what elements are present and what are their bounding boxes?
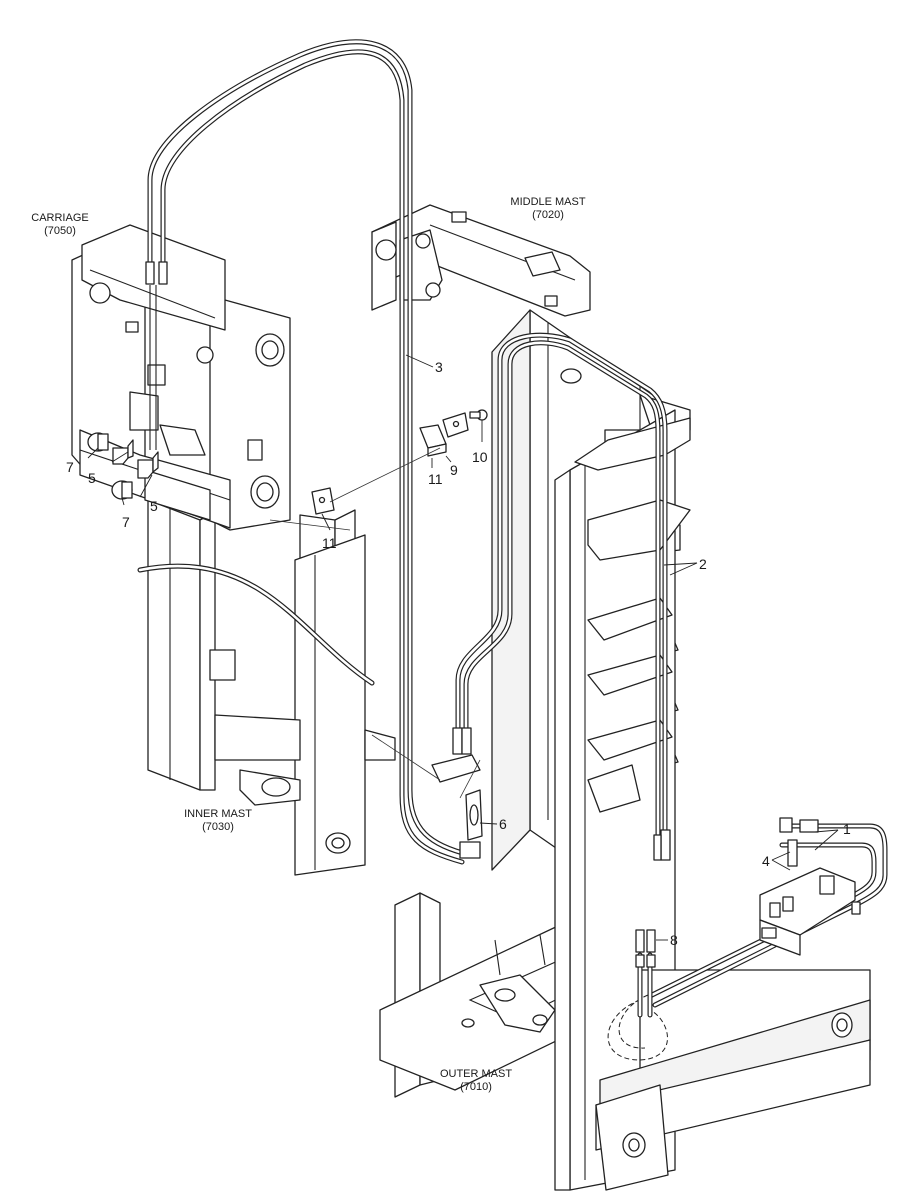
hose-fittings — [145, 261, 819, 968]
outer-mast-label: OUTER MAST — [440, 1068, 512, 1080]
callout-1: 1 — [843, 821, 851, 837]
clamp-6 — [465, 789, 483, 841]
callout-4: 4 — [762, 853, 770, 869]
callout-5-upper: 5 — [88, 470, 96, 486]
outer-mast-code: (7010) — [460, 1081, 492, 1093]
hose-bracket — [431, 754, 481, 783]
callout-7-lower: 7 — [122, 514, 130, 530]
carriage — [71, 224, 291, 531]
plate-9 — [442, 412, 469, 438]
middle-mast-code: (7020) — [532, 209, 564, 221]
part-7-lower — [111, 480, 133, 500]
bolt-10 — [469, 409, 488, 421]
inner-mast-label: INNER MAST — [184, 808, 252, 820]
bracket-11b — [311, 487, 335, 515]
callout-leaders — [87, 354, 839, 941]
callout-3: 3 — [435, 359, 443, 375]
callout-11-upper: 11 — [428, 471, 443, 487]
carriage-label: CARRIAGE — [31, 212, 88, 224]
carriage-code: (7050) — [44, 225, 76, 237]
callout-7-upper: 7 — [66, 459, 74, 475]
callout-2: 2 — [699, 556, 707, 572]
elbow-fitting-5b — [137, 451, 159, 479]
elbow-fitting-5a — [112, 439, 134, 465]
inner-mast — [147, 499, 396, 876]
callout-9: 9 — [450, 462, 458, 478]
callout-11-lower: 11 — [322, 535, 337, 551]
part-7-upper — [87, 432, 109, 452]
callout-6: 6 — [499, 816, 507, 832]
callout-5-lower: 5 — [150, 498, 158, 514]
outer-mast-front — [554, 409, 871, 1191]
callout-8: 8 — [670, 932, 678, 948]
control-valve — [759, 867, 861, 956]
bracket-11a — [419, 424, 447, 457]
inner-mast-code: (7030) — [202, 821, 234, 833]
callout-10: 10 — [472, 449, 488, 465]
middle-mast-label: MIDDLE MAST — [510, 196, 585, 208]
